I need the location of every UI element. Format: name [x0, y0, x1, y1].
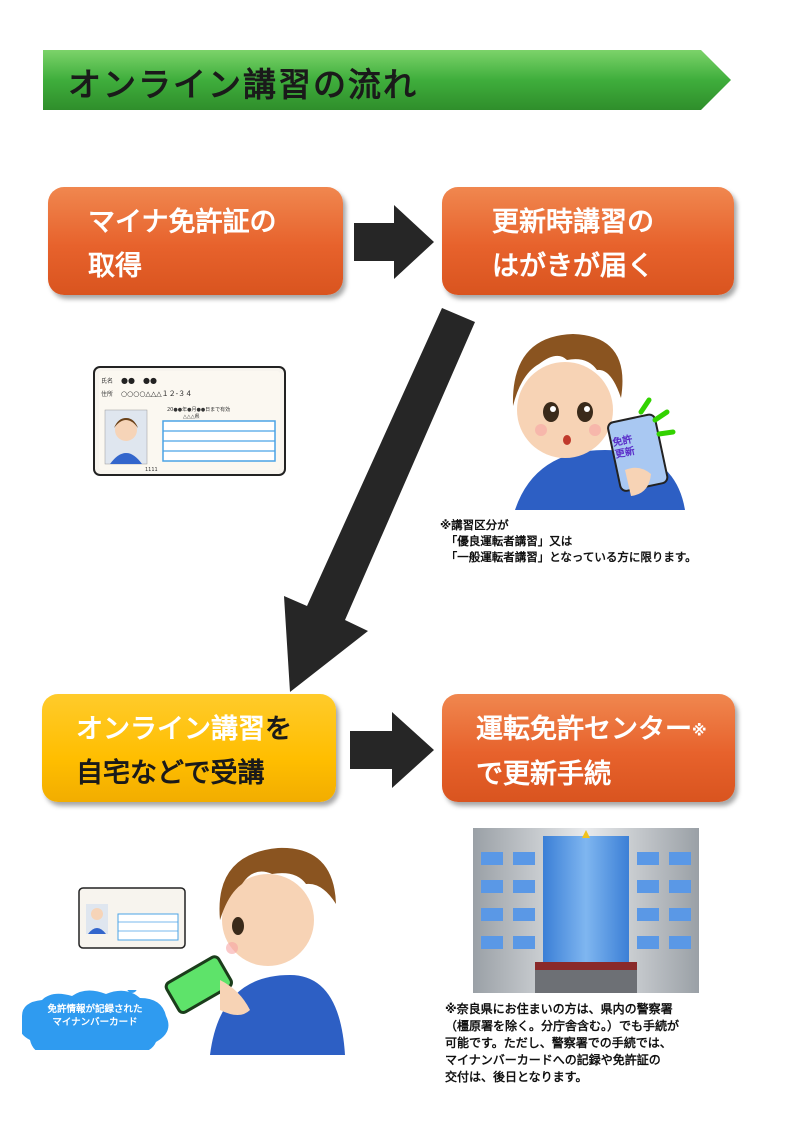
card-issuer: △△△県	[183, 414, 200, 420]
step3-particle: を	[265, 714, 292, 745]
step-my-number-license: マイナ免許証の 取得	[48, 187, 343, 295]
card-name-label: 氏名	[101, 377, 113, 385]
license-card-image: 氏名 ●● ●● 住所 ○○○○△△△１２-３４ 20●●年●月●●日まで有効 …	[93, 366, 286, 476]
card-name-value: ●● ●●	[121, 376, 157, 385]
license-center-building-illustration	[473, 828, 699, 993]
boy-with-phone-illustration	[512, 334, 685, 510]
bubble-text: 免許情報が記録された マイナンバーカード	[30, 1003, 160, 1029]
my-number-card-image	[78, 887, 186, 949]
right-arrow-icon	[350, 712, 434, 788]
step1-line2: 取得	[88, 251, 142, 282]
card-info-speech-bubble	[22, 990, 169, 1050]
title-banner	[43, 50, 731, 110]
right-arrow-icon	[354, 205, 434, 279]
diagonal-down-arrow-icon	[284, 308, 475, 692]
step-online-course: オンライン講習を 自宅などで受講	[42, 694, 336, 802]
step2-line2: はがきが届く	[492, 251, 654, 282]
page-title: オンライン講習の流れ	[68, 65, 418, 104]
police-station-note: ※奈良県にお住まいの方は、県内の警察署 （橿原署を除く。分庁舎含む。）でも手続が…	[445, 1002, 680, 1084]
step2-line1: 更新時講習の	[492, 207, 654, 238]
step3-line2: 自宅などで受講	[76, 758, 265, 789]
card-addr-value: ○○○○△△△１２-３４	[121, 390, 192, 398]
step3-highlight: オンライン講習	[76, 714, 265, 745]
card-footer: 1111	[145, 467, 158, 473]
bubble-line1: 免許情報が記録された	[47, 1004, 143, 1015]
bubble-line2: マイナンバーカード	[52, 1017, 138, 1028]
step1-line1: マイナ免許証の	[88, 207, 277, 238]
step-license-center: 運転免許センター※ で更新手続	[442, 694, 735, 802]
step4-line1: 運転免許センター	[476, 714, 692, 745]
step-postcard-arrives: 更新時講習の はがきが届く	[442, 187, 734, 295]
card-validity: 20●●年●月●●日まで有効	[167, 406, 230, 413]
step4-line2: で更新手続	[476, 758, 611, 790]
course-category-note: ※講習区分が 「優良運転者講習」又は 「一般運転者講習」となっている方に限ります…	[440, 518, 697, 564]
boy-with-smartphone-illustration	[164, 847, 345, 1055]
card-addr-label: 住所	[101, 390, 113, 398]
step4-note-mark: ※	[692, 721, 707, 740]
